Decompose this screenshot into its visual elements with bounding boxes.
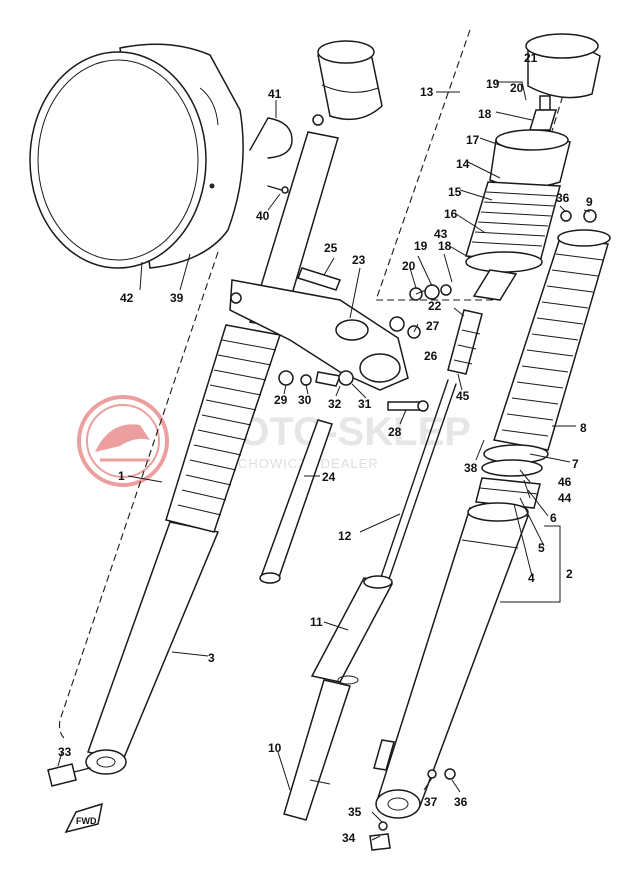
oil-seals — [475, 444, 549, 509]
label-13: 13 — [420, 85, 434, 99]
watermark-subtitle: PIECHOWICZ | DEALER — [214, 456, 379, 471]
left-assembly-outline — [58, 251, 219, 739]
damper-rod-12 — [379, 379, 457, 583]
label-38: 38 — [464, 461, 478, 475]
left-inner-tube — [249, 40, 383, 329]
label-28: 28 — [388, 425, 402, 439]
label-9: 9 — [586, 195, 593, 209]
label-14: 14 — [456, 157, 470, 171]
label-19a: 19 — [486, 77, 500, 91]
bolt-25 — [297, 267, 341, 291]
label-4: 4 — [528, 571, 535, 585]
label-23: 23 — [352, 253, 366, 267]
headlight-stay — [249, 117, 293, 159]
label-10: 10 — [268, 741, 282, 755]
label-26: 26 — [424, 349, 438, 363]
label-17: 17 — [466, 133, 480, 147]
label-12: 12 — [338, 529, 352, 543]
label-18b: 18 — [438, 239, 452, 253]
label-6: 6 — [550, 511, 557, 525]
label-21: 21 — [524, 51, 538, 65]
label-16: 16 — [444, 207, 458, 221]
label-24: 24 — [322, 470, 336, 484]
label-36b: 36 — [556, 191, 570, 205]
under-bracket — [229, 279, 409, 391]
label-32: 32 — [328, 397, 342, 411]
label-43: 43 — [434, 227, 448, 241]
label-8: 8 — [580, 421, 587, 435]
label-36a: 36 — [454, 795, 468, 809]
label-18a: 18 — [478, 107, 492, 121]
label-37: 37 — [424, 795, 438, 809]
watermark-logo — [77, 395, 169, 487]
bolt-33 — [47, 763, 91, 787]
label-46: 46 — [558, 475, 572, 489]
fork-cap-21 — [525, 33, 601, 99]
label-35: 35 — [348, 805, 362, 819]
inner-tube-11 — [310, 575, 394, 685]
label-39: 39 — [170, 291, 184, 305]
label-27: 27 — [426, 319, 440, 333]
label-30: 30 — [298, 393, 312, 407]
fork-spring — [465, 181, 561, 273]
label-29: 29 — [274, 393, 288, 407]
headlight — [29, 43, 244, 269]
label-19b: 19 — [414, 239, 428, 253]
air-valve — [528, 95, 558, 131]
label-22: 22 — [428, 299, 442, 313]
label-33: 33 — [58, 745, 72, 759]
label-44: 44 — [558, 491, 572, 505]
label-3: 3 — [208, 651, 215, 665]
bolt-28 — [387, 400, 429, 412]
label-2: 2 — [566, 567, 573, 581]
label-15: 15 — [448, 185, 462, 199]
label-25: 25 — [324, 241, 338, 255]
label-11: 11 — [310, 615, 323, 629]
leader-lines — [57, 81, 591, 841]
label-5: 5 — [538, 541, 545, 555]
bolts-36-37 — [427, 209, 597, 780]
fwd-label: FWD — [76, 816, 97, 826]
right-fork-boot — [493, 229, 611, 451]
bolt-40 — [267, 185, 289, 194]
label-20b: 20 — [402, 259, 416, 273]
label-45: 45 — [456, 389, 470, 403]
fwd-arrow-icon: FWD — [64, 802, 103, 834]
label-7: 7 — [572, 457, 579, 471]
valve-stem-22 — [447, 309, 483, 375]
damper-rod-24 — [259, 419, 333, 584]
left-fork-boot — [165, 324, 281, 533]
label-34: 34 — [342, 831, 356, 845]
label-40: 40 — [256, 209, 270, 223]
right-outer-tube — [373, 502, 530, 819]
part-labels: 41 40 42 39 25 23 27 26 29 30 32 31 28 2… — [58, 51, 593, 845]
spring-seat-17 — [489, 129, 571, 189]
right-inner-tube-upper — [472, 269, 518, 301]
label-42: 42 — [120, 291, 134, 305]
label-31: 31 — [358, 397, 372, 411]
washers-29-32 — [278, 370, 354, 387]
label-1: 1 — [118, 469, 125, 483]
left-outer-tube — [85, 521, 220, 775]
inner-tube-10 — [283, 679, 351, 821]
label-41: 41 — [268, 87, 282, 101]
label-20a: 20 — [510, 81, 524, 95]
